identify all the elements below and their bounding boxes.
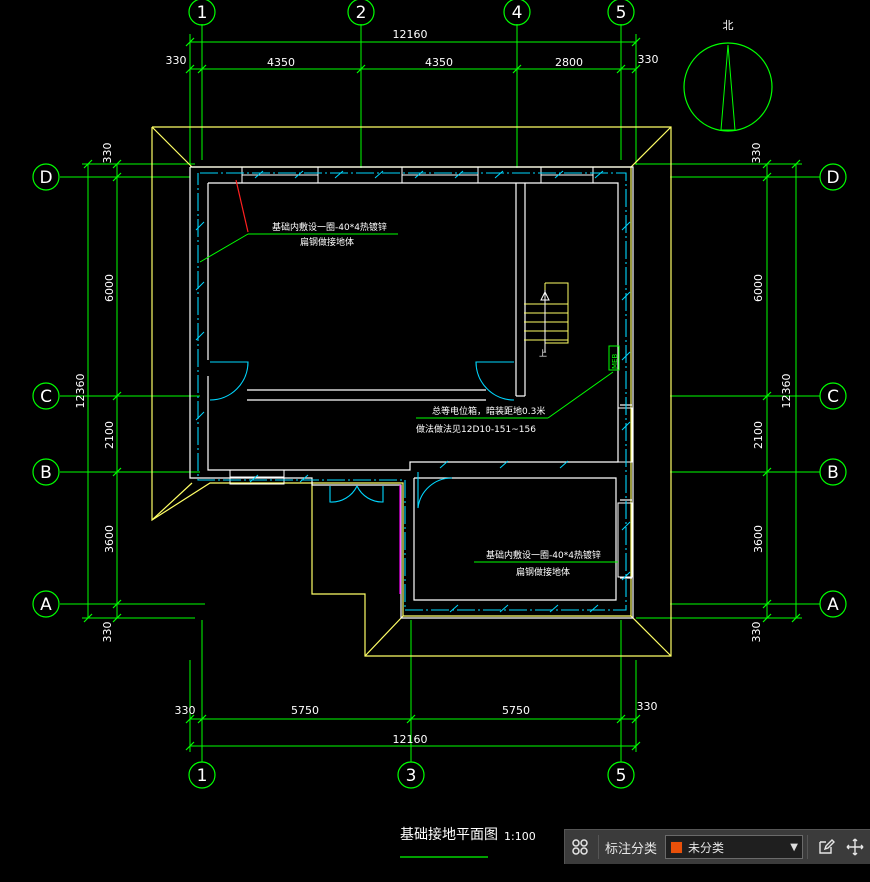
dim-top-330-left: 330	[166, 54, 187, 67]
grounding-ring	[197, 172, 627, 611]
axis-bubble-left-B	[32, 458, 60, 486]
dim-top-4350-b: 4350	[425, 56, 453, 69]
move-icon[interactable]	[841, 832, 870, 862]
axis-label-left-D: D	[39, 168, 52, 188]
axis-bubble-left-D	[32, 163, 60, 191]
axis-label-top-2: 2	[356, 3, 367, 23]
axis-label-right-D: D	[826, 168, 839, 188]
category-select[interactable]: 未分类 ▼	[665, 835, 803, 859]
axis-bubble-right-D	[819, 163, 847, 191]
dim-top-4350-a: 4350	[267, 56, 295, 69]
category-value: 未分类	[688, 840, 725, 855]
axis-bubble-top-4	[503, 0, 531, 26]
axis-label-left-C: C	[40, 387, 52, 407]
meb-box	[608, 345, 620, 371]
dim-left-330-bottom: 330	[101, 622, 114, 643]
dim-left-6000: 6000	[103, 274, 116, 302]
drawing-scale: 1:100	[504, 830, 536, 843]
dim-bottom-330-left: 330	[175, 704, 196, 717]
dim-right-total: 12360	[780, 374, 793, 409]
dim-top-2800: 2800	[555, 56, 583, 69]
windows-top	[229, 166, 633, 578]
north-label: 北	[723, 19, 734, 32]
axis-bubble-bottom-5	[607, 761, 635, 789]
dim-left-2100: 2100	[103, 421, 116, 449]
note-meb-line2: 做法做法见12D10-151~156	[416, 423, 536, 435]
axis-bubble-top-2	[347, 0, 375, 26]
doors	[209, 361, 515, 509]
axis-label-right-A: A	[827, 595, 839, 615]
grid-icon[interactable]	[565, 832, 594, 862]
drawing-title: 基础接地平面图	[400, 826, 498, 843]
axis-label-right-B: B	[827, 463, 839, 483]
dim-left-330-top: 330	[101, 143, 114, 164]
stair-label: 上	[539, 349, 547, 358]
note-ground-ring-line1: 基础内敷设一圈-40*4热镀锌	[272, 221, 387, 233]
axis-label-top-1: 1	[197, 3, 208, 23]
dim-top-total: 12160	[393, 28, 428, 41]
axis-label-bottom-1: 1	[197, 766, 208, 786]
axis-bubble-bottom-1	[188, 761, 216, 789]
axis-bubble-top-5	[607, 0, 635, 26]
stair-symbol	[524, 282, 569, 352]
dim-bottom-5750-a: 5750	[291, 704, 319, 717]
axis-bubble-left-A	[32, 590, 60, 618]
axis-label-bottom-3: 3	[406, 766, 417, 786]
dim-right-330-bottom: 330	[750, 622, 763, 643]
axis-bubble-bottom-3	[397, 761, 425, 789]
axis-bubble-right-C	[819, 382, 847, 410]
edit-icon[interactable]	[812, 832, 841, 862]
category-label: 标注分类	[605, 841, 658, 857]
dim-bottom-330-right: 330	[637, 700, 658, 713]
toolbar-divider	[806, 835, 808, 859]
dim-right-330-top: 330	[750, 143, 763, 164]
building-walls	[189, 166, 634, 619]
axis-bubble-top-1	[188, 0, 216, 26]
dim-top-330-right: 330	[638, 53, 659, 66]
grounding-ticks	[195, 170, 631, 613]
dim-right-3600: 3600	[752, 525, 765, 553]
north-arrow-icon: 北	[683, 19, 773, 132]
note-ground-ring2-line2: 扁钢做接地体	[516, 566, 570, 578]
axis-label-bottom-5: 5	[616, 766, 627, 786]
meb-label: MEB	[611, 354, 619, 369]
note-meb-line1: 总等电位箱，暗装距地0.3米	[432, 405, 545, 417]
toolbar-divider	[598, 835, 600, 859]
axis-label-left-A: A	[40, 595, 52, 615]
dim-bottom-total: 12160	[393, 733, 428, 746]
axis-bubble-right-B	[819, 458, 847, 486]
axis-bubble-left-C	[32, 382, 60, 410]
dim-left-total: 12360	[74, 374, 87, 409]
axis-label-right-C: C	[827, 387, 839, 407]
dim-right-2100: 2100	[752, 421, 765, 449]
foundation-outline	[151, 126, 672, 657]
dim-right-6000: 6000	[752, 274, 765, 302]
chevron-down-icon: ▼	[790, 841, 798, 853]
note-ground-ring2-line1: 基础内敷设一圈-40*4热镀锌	[486, 549, 601, 561]
annotation-toolbar: 标注分类 未分类 ▼	[564, 829, 870, 864]
note-ground-ring-line2: 扁钢做接地体	[300, 236, 354, 248]
dim-bottom-5750-b: 5750	[502, 704, 530, 717]
dim-left-3600: 3600	[103, 525, 116, 553]
axis-label-top-5: 5	[616, 3, 627, 23]
axis-bubble-right-A	[819, 590, 847, 618]
color-swatch	[670, 840, 684, 854]
axis-label-left-B: B	[40, 463, 52, 483]
axis-label-top-4: 4	[512, 3, 523, 23]
